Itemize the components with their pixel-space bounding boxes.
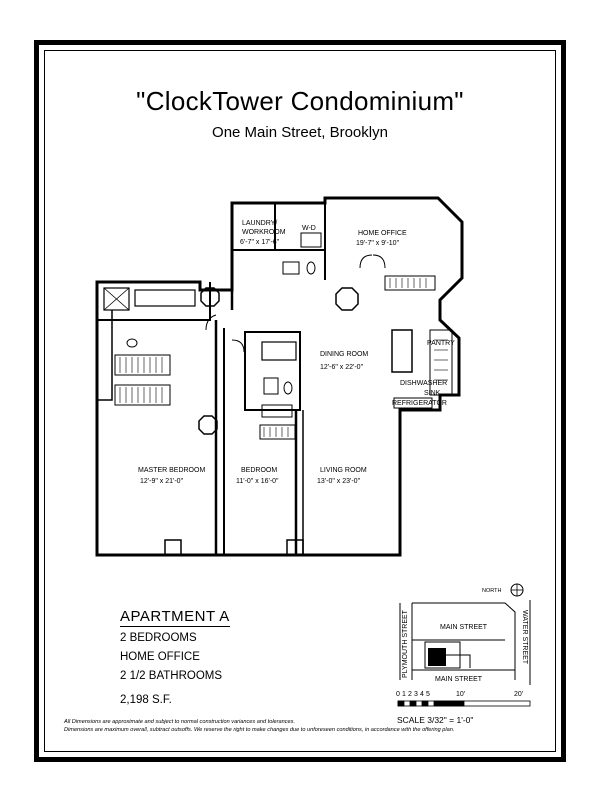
column [198, 415, 218, 435]
label-main-street-bottom: MAIN STREET [435, 676, 483, 683]
closet [259, 424, 296, 440]
column [335, 287, 359, 311]
closet [114, 384, 171, 406]
label-home-office: HOME OFFICE [358, 230, 407, 237]
label-living: LIVING ROOM [320, 467, 367, 474]
scale-tick: 4 [420, 691, 424, 698]
radiator [384, 275, 436, 291]
scale-tick: 20' [514, 691, 524, 698]
bathtub [261, 341, 297, 361]
toilet [126, 338, 138, 348]
page-subtitle: One Main Street, Brooklyn [212, 124, 388, 141]
apartment-detail: 2 BEDROOMS [120, 632, 197, 644]
closet [261, 404, 293, 418]
scale-tick: 1 [402, 691, 406, 698]
window-bay [164, 539, 182, 556]
label-master: MASTER BEDROOM [138, 467, 205, 474]
toilet [306, 261, 316, 275]
label-bedroom: BEDROOM [241, 467, 277, 474]
sink [263, 377, 279, 395]
apartment-area: 2,198 S.F. [120, 694, 172, 706]
disclaimer-line: All Dimensions are approximate and subje… [64, 719, 296, 725]
label-laundry: LAUNDRY/ [242, 220, 277, 227]
label-dining-size: 12'-6" x 22'-0" [320, 364, 364, 371]
scale-tick: 10' [456, 691, 466, 698]
label-sink: SINK [424, 390, 441, 397]
window-bay [286, 539, 304, 556]
label-pantry: PANTRY [427, 340, 455, 347]
apartment-title: APARTMENT A [120, 608, 230, 627]
kitchen-island [391, 329, 413, 373]
label-home-office-size: 19'-7" x 9'-10" [356, 240, 400, 247]
label-laundry: WORKROOM [242, 229, 286, 236]
label-north: NORTH [482, 588, 501, 594]
label-dining: DINING ROOM [320, 351, 368, 358]
sink [282, 261, 300, 275]
apartment-detail: 2 1/2 BATHROOMS [120, 670, 223, 682]
wall [232, 249, 326, 280]
scale-tick: 3 [414, 691, 418, 698]
inner-border [44, 50, 556, 752]
label-laundry-size: 6'-7" x 17'-6" [240, 239, 280, 246]
site-map [399, 583, 531, 685]
toilet [283, 381, 293, 395]
label-water-street: WATER STREET [521, 610, 528, 665]
scale-tick: 2 [408, 691, 412, 698]
scale-label: SCALE 3/32" = 1'-0" [397, 715, 474, 725]
label-bedroom-size: 11'-0" x 16'-0" [236, 478, 279, 485]
washer-dryer [300, 232, 322, 248]
label-dishwasher: DISHWASHER [400, 380, 447, 387]
wall [97, 310, 113, 401]
outer-border [34, 40, 566, 762]
scale-tick: 0 [396, 691, 400, 698]
wall [97, 282, 211, 321]
apartment-detail: HOME OFFICE [120, 651, 200, 663]
column [200, 287, 220, 307]
page-title: "ClockTower Condominium" [136, 86, 464, 116]
scale-tick: 5 [426, 691, 430, 698]
label-living-size: 13'-0" x 23'-0" [317, 478, 361, 485]
closet [114, 354, 171, 376]
label-wd: W-D [302, 225, 316, 232]
label-plymouth-street: PLYMOUTH STREET [402, 609, 409, 678]
wall [244, 331, 301, 411]
kitchen-counter [429, 329, 453, 396]
disclaimer-line: Dimensions are maximum overall, subtract… [64, 727, 455, 733]
shower [103, 287, 130, 311]
label-main-street: MAIN STREET [440, 624, 488, 631]
bathtub [134, 289, 196, 307]
exterior-wall [95, 196, 464, 557]
scale-bar [397, 700, 531, 707]
label-master-size: 12'-9" x 21'-0" [140, 478, 184, 485]
label-refrigerator: REFRIGERATOR [392, 400, 447, 407]
